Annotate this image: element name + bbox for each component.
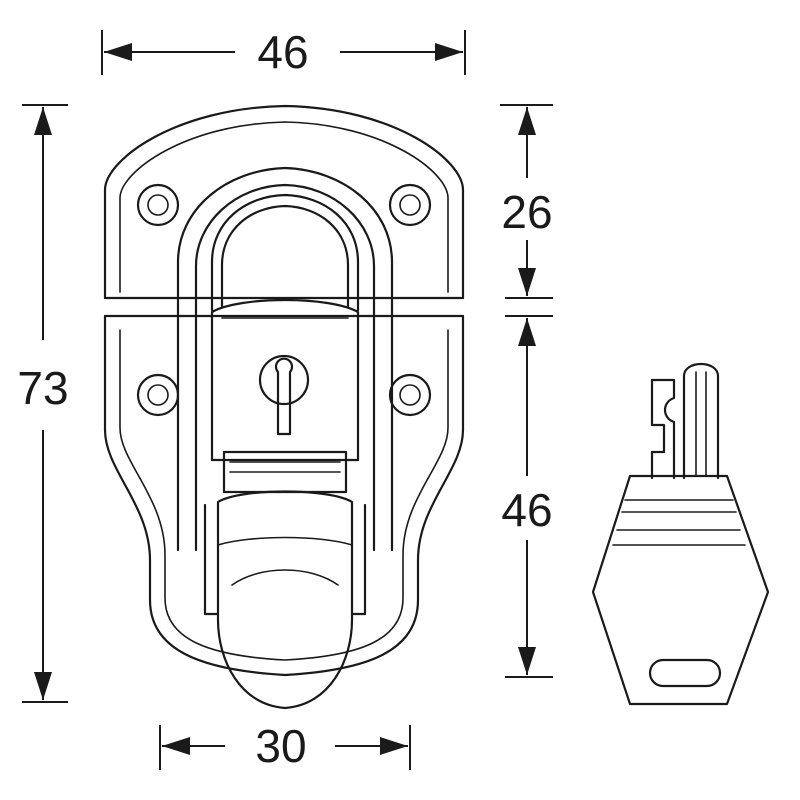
dimension-hasp-width-label: 30 [255,720,306,772]
screw-hole-top-right [388,183,432,227]
dimension-overall-width: 46 [101,26,466,78]
dimension-lower-plate-height: 46 [501,315,553,678]
key-ring-slot [648,658,722,688]
latch-shackle [176,166,394,552]
dimension-overall-height-label: 73 [17,362,68,414]
keyhole-icon [258,354,310,436]
screw-hole-top-left [136,183,180,227]
dimension-overall-width-label: 46 [257,26,308,78]
dimension-hasp-width: 30 [159,720,411,772]
dimension-lower-plate-height-label: 46 [501,484,552,536]
key-icon [591,363,770,706]
dimension-upper-plate-height: 26 [500,104,553,299]
screw-hole-bottom-right [388,373,432,417]
dimension-upper-plate-height-label: 26 [501,186,552,238]
latch-lower-plate [103,314,465,677]
latch-hasp [203,450,367,710]
screw-hole-bottom-left [136,373,180,417]
dimension-overall-height: 73 [17,104,69,703]
lock-body [210,298,360,462]
latch-upper-plate [103,104,465,300]
